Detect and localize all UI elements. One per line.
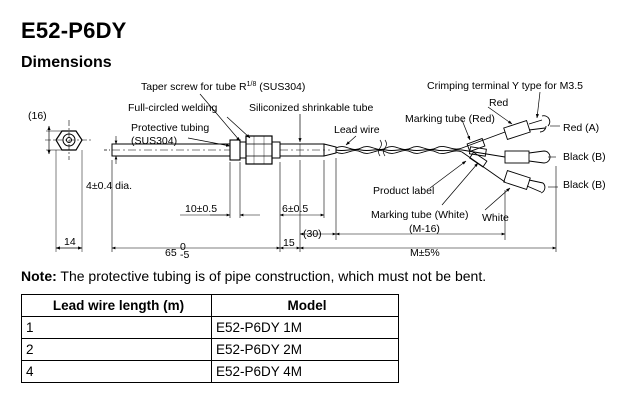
cell-length: 1	[21, 316, 212, 339]
cell-model: E52-P6DY 1M	[211, 316, 399, 339]
diameter-label: 4±0.4 dia.	[86, 180, 132, 192]
hex-fitting	[229, 135, 281, 165]
product-label-label: Product label	[373, 185, 434, 197]
leader-lines	[187, 91, 541, 211]
marking-tube-white-label: Marking tube (White)	[371, 209, 468, 221]
dimension-lines	[111, 158, 557, 252]
cell-length: 2	[21, 338, 212, 361]
page-title: E52-P6DY	[21, 18, 127, 43]
dimension-drawing: (16) 14	[28, 80, 606, 261]
dim-65-tol-lower: -5	[180, 249, 189, 261]
table-row: 1 E52-P6DY 1M	[21, 316, 399, 339]
shrinkable-tube	[279, 143, 337, 157]
cell-model: E52-P6DY 4M	[211, 360, 399, 383]
black-b-label-1: Black (B)	[563, 151, 606, 163]
lead-wire-label: Lead wire	[334, 124, 380, 136]
table-row: 4 E52-P6DY 4M	[21, 360, 399, 383]
dim-65-tol-upper: 0	[180, 241, 186, 253]
dim-10-label: 10±0.5	[185, 203, 217, 215]
black-b-label-2: Black (B)	[563, 179, 606, 191]
crimping-terminal-label: Crimping terminal Y type for M3.5	[427, 80, 583, 92]
dim-6-label: 6±0.5	[282, 203, 308, 215]
dim-16-label: (16)	[28, 110, 47, 122]
dim-65-label: 65	[165, 247, 177, 259]
red-label: Red	[489, 97, 508, 109]
red-a-label: Red (A)	[563, 122, 599, 134]
dim-15-label: 15	[283, 237, 295, 249]
protective-tubing-label: Protective tubing	[131, 122, 209, 134]
note-text: The protective tubing is of pipe constru…	[56, 268, 487, 284]
protective-tubing-material-label: (SUS304)	[131, 135, 177, 147]
table-header-row: Lead wire length (m) Model	[21, 294, 399, 317]
full-circled-welding-label: Full-circled welding	[128, 102, 217, 114]
siliconized-tube-label: Siliconized shrinkable tube	[249, 102, 373, 114]
cell-model: E52-P6DY 2M	[211, 338, 399, 361]
dim-m5-label: M±5%	[410, 247, 440, 259]
header-lead-wire-length: Lead wire length (m)	[21, 294, 212, 317]
model-table: Lead wire length (m) Model 1 E52-P6DY 1M…	[21, 294, 399, 383]
fanned-wires	[461, 115, 560, 194]
dim-30-label: (30)	[303, 228, 322, 240]
dim-m16-label: (M-16)	[409, 223, 440, 235]
note-label: Note:	[21, 268, 57, 284]
taper-screw-label: Taper screw for tube R1/8 (SUS304)	[141, 81, 305, 93]
marking-tube-red-label: Marking tube (Red)	[405, 113, 495, 125]
header-model: Model	[211, 294, 399, 317]
white-label: White	[482, 212, 509, 224]
note: Note: The protective tubing is of pipe c…	[21, 268, 486, 284]
dim-14-label: 14	[64, 236, 76, 248]
cell-length: 4	[21, 360, 212, 383]
lead-wire	[335, 139, 463, 157]
section-title: Dimensions	[21, 54, 112, 71]
table-row: 2 E52-P6DY 2M	[21, 338, 399, 361]
hex-end-view	[45, 120, 92, 252]
